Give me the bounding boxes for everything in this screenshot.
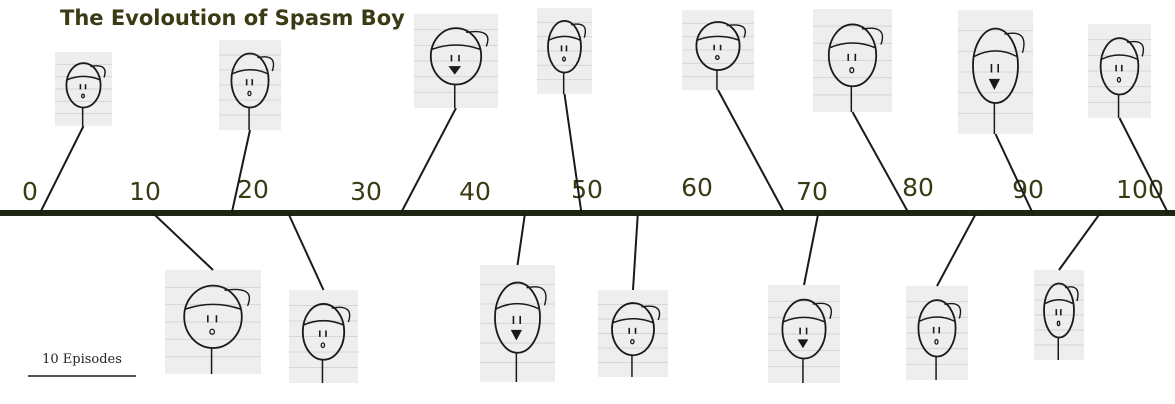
spasm-boy-face-icon (494, 281, 547, 382)
spasm-boy-face-icon (695, 21, 746, 90)
diagram-title: The Evoloution of Spasm Boy (60, 6, 405, 30)
connector-line (717, 89, 786, 214)
character-panel (598, 290, 668, 377)
spasm-boy-face-icon (230, 52, 275, 130)
character-panel (1034, 270, 1084, 360)
spasm-boy-face-icon (1043, 282, 1079, 360)
connector-line (230, 129, 251, 214)
spasm-boy-face-icon (183, 284, 251, 374)
spasm-boy-face-icon (429, 27, 489, 108)
connector-line (851, 111, 910, 214)
spasm-boy-face-icon (611, 302, 661, 377)
spasm-boy-face-icon (827, 23, 884, 112)
connector-line (1058, 212, 1102, 271)
scale-label: 10 Episodes (42, 352, 122, 367)
character-panel (958, 10, 1033, 134)
character-panel (289, 290, 358, 383)
connector-line (563, 93, 583, 214)
connector-line (152, 212, 214, 271)
spasm-boy-face-icon (972, 27, 1025, 134)
character-panel (219, 40, 281, 130)
character-panel (537, 8, 592, 94)
character-panel (480, 265, 555, 382)
character-panel (813, 9, 892, 112)
connector-line (400, 107, 457, 214)
spasm-boy-face-icon (65, 62, 106, 126)
connector-line (39, 125, 85, 214)
tick-label: 70 (796, 177, 828, 206)
tick-label: 30 (350, 177, 382, 206)
tick-label: 20 (237, 175, 269, 204)
tick-label: 0 (22, 177, 38, 206)
spasm-boy-face-icon (917, 299, 962, 380)
tick-label: 40 (459, 177, 491, 206)
character-panel (165, 270, 261, 374)
spasm-boy-face-icon (781, 298, 832, 383)
connector-line (1118, 117, 1169, 214)
connector-line (803, 212, 820, 286)
character-panel (55, 52, 112, 126)
spasm-boy-face-icon (1099, 37, 1145, 118)
connector-line (287, 212, 325, 291)
character-panel (1088, 24, 1151, 118)
tick-label: 10 (129, 177, 161, 206)
tick-label: 60 (681, 173, 713, 202)
character-panel (682, 10, 754, 90)
connector-line (936, 212, 978, 287)
connector-line (994, 133, 1034, 214)
character-panel (768, 285, 840, 383)
tick-label: 80 (902, 173, 934, 202)
scale-bar (28, 375, 136, 377)
character-panel (414, 14, 498, 108)
spasm-boy-face-icon (547, 20, 587, 94)
spasm-boy-face-icon (301, 303, 351, 383)
character-panel (906, 286, 968, 380)
connector-line (632, 212, 639, 291)
connector-line (516, 212, 527, 266)
